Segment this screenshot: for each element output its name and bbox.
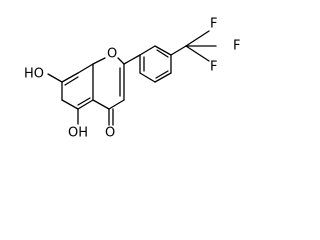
chemical-structure: O O HO OH F F F	[24, 17, 240, 141]
bond	[77, 63, 94, 74]
bond	[47, 73, 63, 83]
bond	[155, 70, 169, 79]
hydroxyl-5-label: OH	[68, 126, 88, 141]
bond	[77, 99, 94, 110]
bond	[77, 97, 91, 106]
fluorine-top-label: F	[210, 17, 217, 32]
bond	[185, 45, 210, 62]
carbonyl-oxygen-label: O	[105, 126, 115, 141]
bond	[117, 57, 125, 65]
bond	[139, 72, 156, 83]
ring-oxygen-label: O	[107, 47, 117, 62]
bond	[61, 99, 79, 110]
bond	[154, 45, 172, 56]
bond	[61, 72, 79, 83]
bond	[185, 30, 210, 47]
bond	[108, 99, 125, 110]
bond	[156, 49, 169, 58]
bond-lines	[47, 30, 217, 126]
fluorine-bottom-label: F	[210, 60, 217, 75]
atom-labels: O O HO OH F F F	[24, 17, 240, 141]
bond	[92, 99, 110, 110]
hydroxyl-7-label: HO	[24, 67, 44, 82]
bond	[154, 72, 172, 83]
bond	[64, 76, 79, 86]
bond	[123, 54, 141, 65]
bond	[92, 57, 106, 65]
bond	[170, 45, 187, 56]
bond	[139, 45, 156, 56]
fluorine-right-label: F	[233, 39, 240, 54]
